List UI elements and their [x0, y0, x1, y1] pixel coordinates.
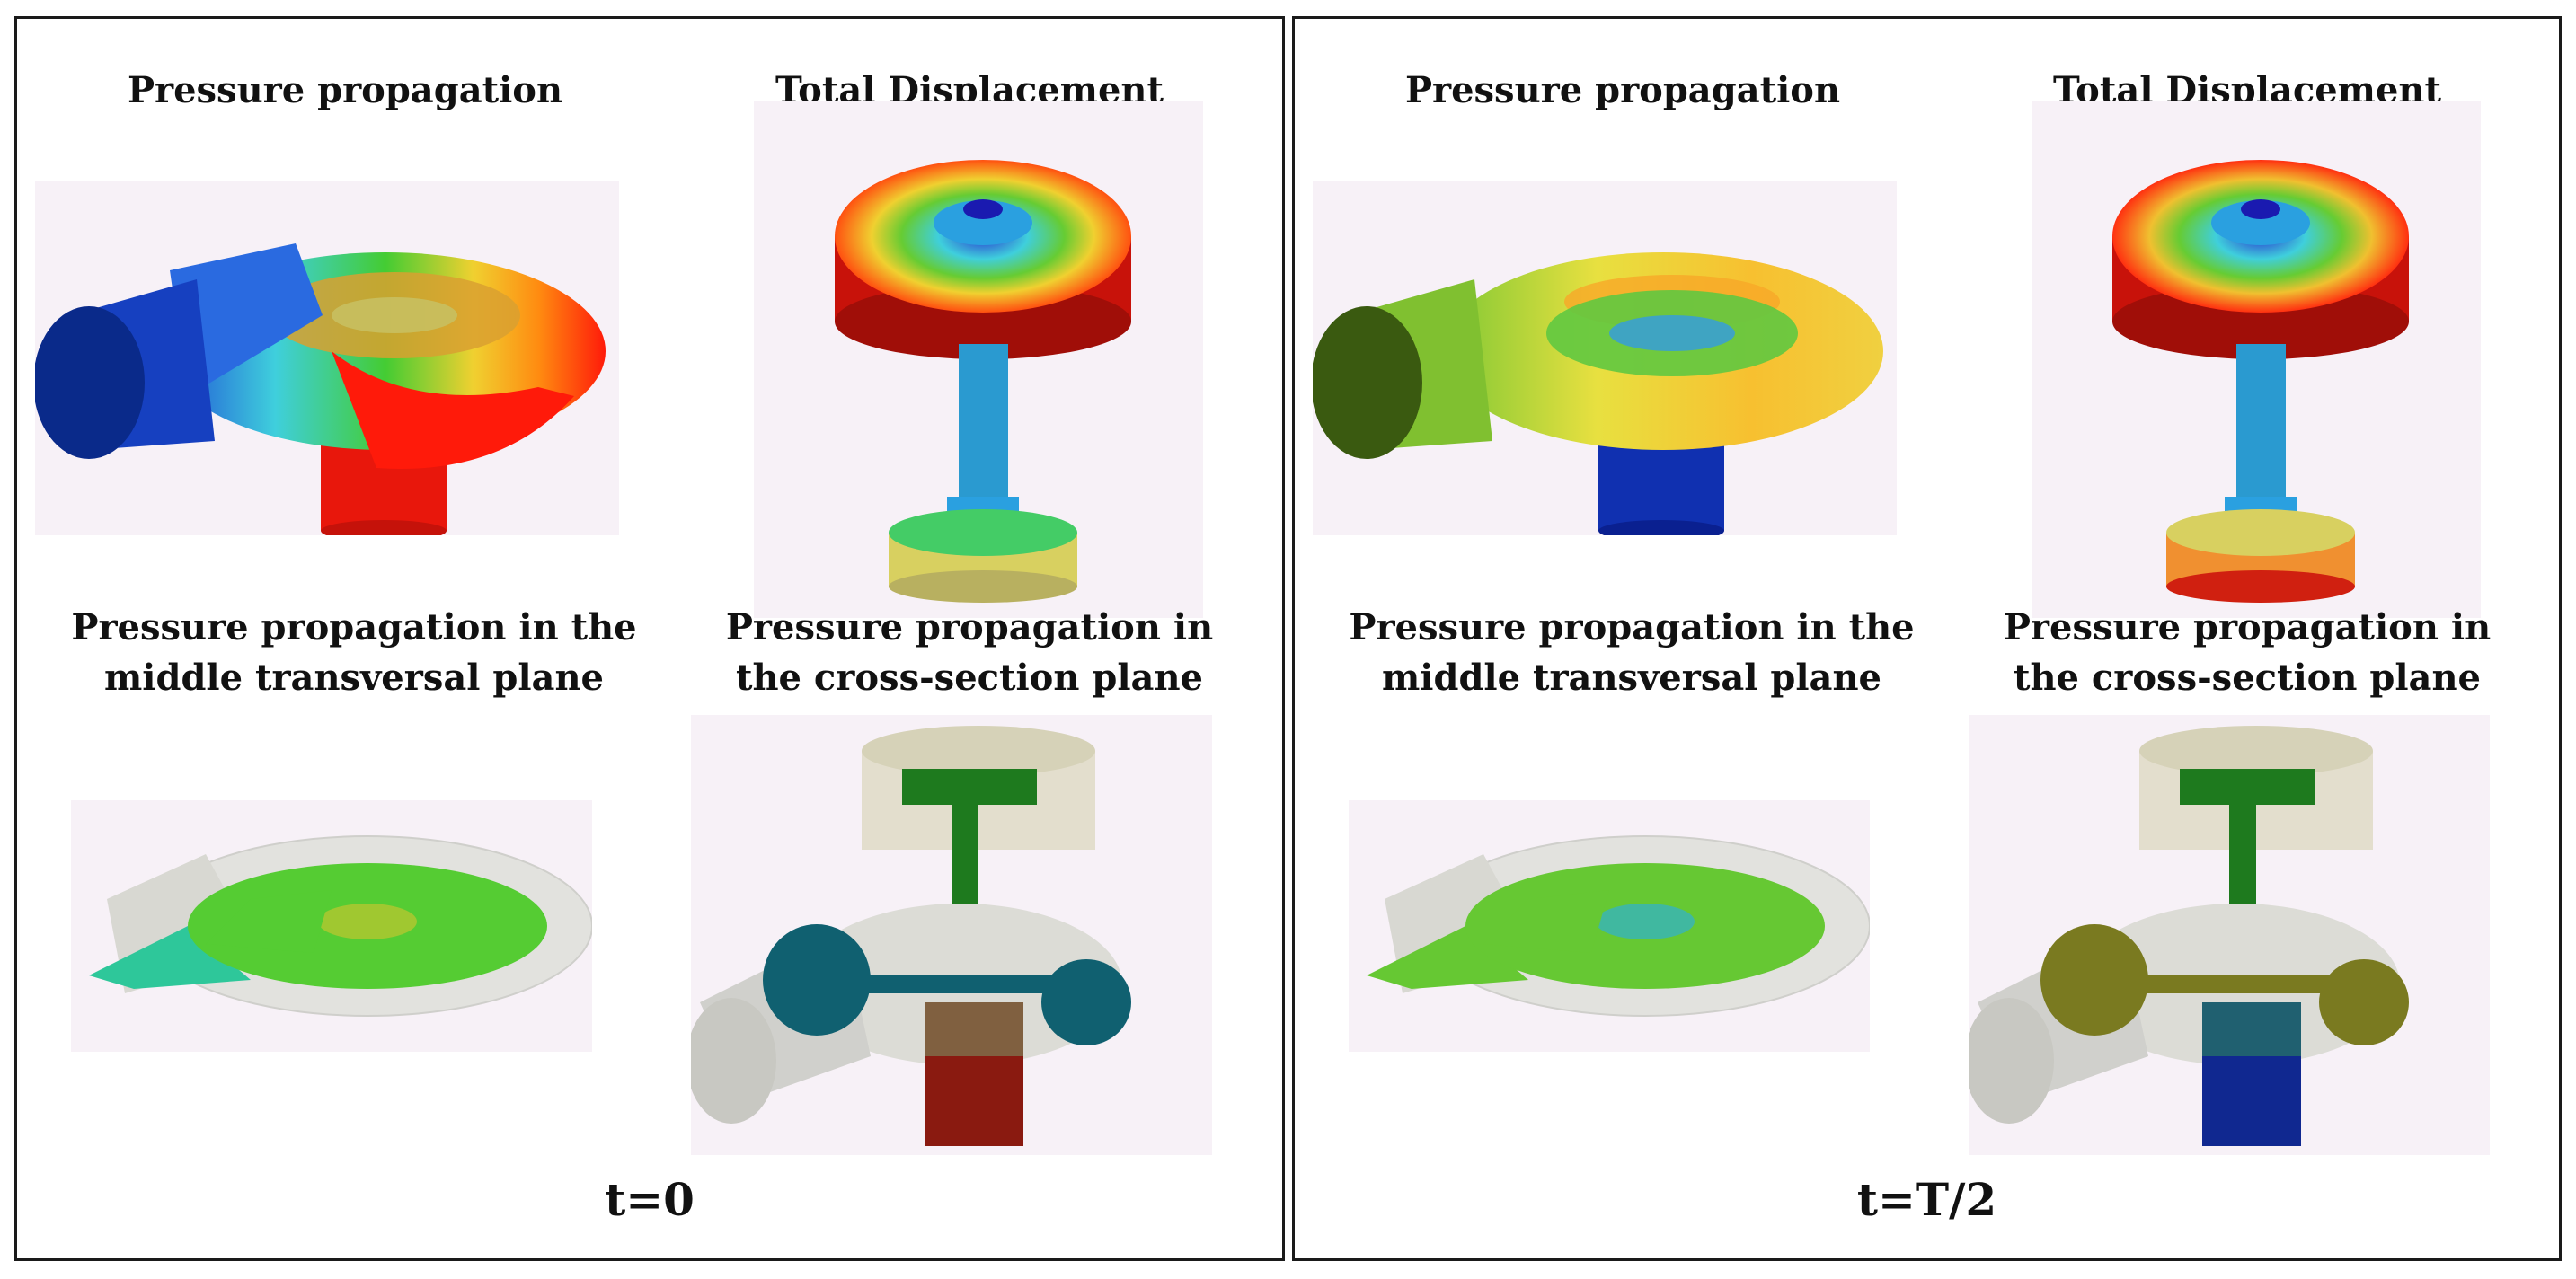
cell-transversal-plane: Pressure propagation in the middle trans… — [35, 603, 673, 1070]
cross-circle-right — [2319, 959, 2409, 1045]
cell-cross-section: Pressure propagation in the cross-sectio… — [664, 603, 1275, 1186]
shaft — [959, 344, 1008, 515]
cross-circle-left — [763, 924, 871, 1036]
spiral-casing-image — [35, 243, 606, 535]
title-pressure-propagation: Pressure propagation — [1404, 69, 1841, 111]
time-label-t0: t=0 — [605, 1173, 695, 1226]
cell-total-displacement: Total Displacement — [673, 66, 1266, 622]
cross-draft — [925, 1056, 1023, 1146]
cell-cross-section: Pressure propagation in the cross-sectio… — [1942, 603, 2553, 1186]
render-cross-section — [691, 715, 1212, 1155]
inlet-face — [1313, 306, 1422, 459]
cross-circle-left — [2040, 924, 2148, 1036]
title-cross-line2: the cross-section plane — [2014, 657, 2481, 699]
cell-transversal-plane: Pressure propagation in the middle trans… — [1313, 603, 1951, 1070]
cell-pressure-propagation: Pressure propagation — [1313, 66, 1933, 551]
panel-t-half: Pressure propagation — [1292, 16, 2562, 1261]
transversal-image — [89, 835, 592, 1017]
transversal-inlet — [1367, 926, 1528, 989]
cross-circle-right — [1041, 959, 1131, 1045]
title-transversal-line1: Pressure propagation in the — [71, 606, 637, 648]
cross-section-image — [691, 726, 1131, 1146]
render-displacement — [754, 101, 1203, 618]
cell-total-displacement: Total Displacement — [1951, 66, 2544, 622]
render-transversal — [1349, 800, 1870, 1052]
displacement-image — [2112, 160, 2409, 603]
displacement-image — [835, 160, 1131, 603]
title-cross-line1: Pressure propagation in — [725, 606, 1214, 648]
render-spiral-casing — [35, 181, 619, 535]
transversal-inlet — [89, 926, 251, 989]
time-label-t-half: t=T/2 — [1856, 1173, 1997, 1226]
cross-draft — [2202, 1056, 2301, 1146]
panel-t0: Pressure propagation — [14, 16, 1285, 1261]
title-pressure-propagation: Pressure propagation — [127, 69, 563, 111]
render-displacement — [2032, 101, 2481, 618]
cell-pressure-propagation: Pressure propagation — [35, 66, 655, 551]
title-cross-line2: the cross-section plane — [736, 657, 1203, 699]
spiral-casing-image — [1313, 252, 1883, 535]
transversal-image — [1367, 835, 1870, 1017]
title-transversal-line2: middle transversal plane — [1381, 657, 1882, 699]
shaft — [2236, 344, 2286, 515]
title-cross-line1: Pressure propagation in — [2003, 606, 2492, 648]
inlet-face — [35, 306, 145, 459]
title-transversal-line1: Pressure propagation in the — [1349, 606, 1915, 648]
render-spiral-casing — [1313, 181, 1897, 535]
title-transversal-line2: middle transversal plane — [103, 657, 605, 699]
cross-section-image — [1969, 726, 2409, 1146]
render-transversal — [71, 800, 592, 1052]
render-cross-section — [1969, 715, 2490, 1155]
